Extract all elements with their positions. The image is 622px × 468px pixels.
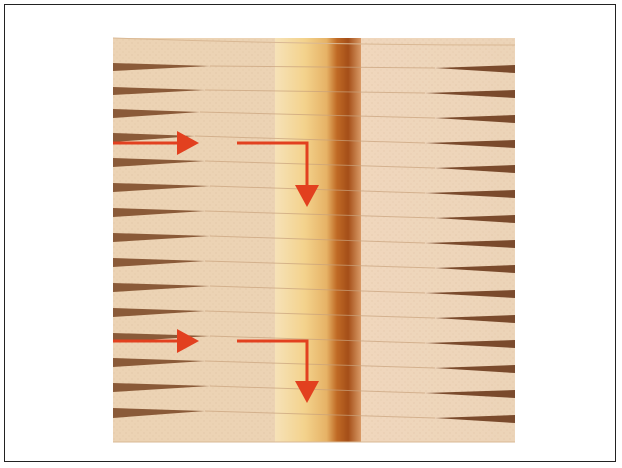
photo: [5, 5, 617, 463]
image-frame: [4, 4, 616, 462]
